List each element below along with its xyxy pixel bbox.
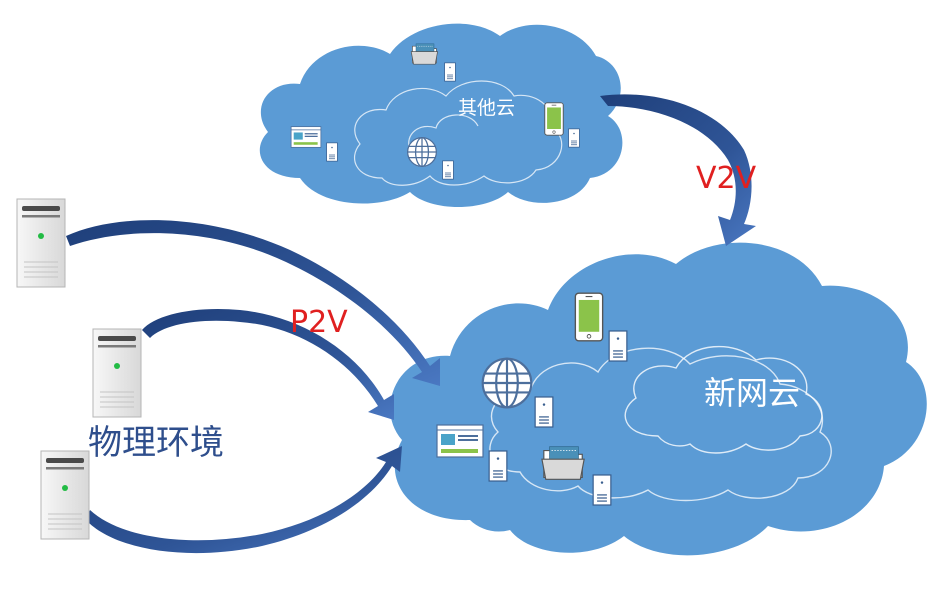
physical-environment-label: 物理环境 bbox=[88, 423, 224, 463]
document-icon bbox=[326, 142, 338, 162]
migration-arrows: V2V P2V bbox=[66, 94, 757, 554]
globe-icon bbox=[406, 136, 438, 168]
server-icon bbox=[16, 198, 66, 288]
folder-icon bbox=[541, 446, 585, 480]
document-icon bbox=[442, 160, 454, 180]
p2v-label: P2V bbox=[290, 305, 348, 340]
mobile-phone-icon bbox=[544, 102, 564, 136]
new-cloud-label: 新网云 bbox=[704, 374, 800, 412]
new-cloud-shape bbox=[390, 242, 927, 556]
server-icon bbox=[92, 328, 142, 418]
other-cloud-inner-outline bbox=[353, 80, 563, 186]
new-cloud-bubble bbox=[624, 345, 823, 454]
document-icon bbox=[534, 396, 554, 428]
document-icon bbox=[488, 450, 508, 482]
new-cloud: 新网云 bbox=[390, 242, 927, 556]
document-icon bbox=[592, 474, 612, 506]
web-page-icon bbox=[436, 424, 484, 458]
other-cloud-shape bbox=[259, 23, 623, 207]
web-page-icon bbox=[290, 126, 322, 148]
p2v-arrow-top bbox=[66, 220, 440, 386]
v2v-arrow bbox=[600, 94, 756, 246]
document-icon bbox=[608, 330, 628, 362]
other-cloud-label: 其他云 bbox=[458, 97, 515, 119]
p2v-arrow-middle bbox=[142, 308, 394, 420]
document-icon bbox=[568, 128, 580, 148]
server-icon bbox=[40, 450, 90, 540]
folder-icon bbox=[410, 43, 438, 65]
other-cloud-inner-bump bbox=[408, 114, 479, 151]
globe-icon bbox=[481, 357, 533, 409]
v2v-label: V2V bbox=[696, 161, 757, 196]
document-icon bbox=[444, 62, 456, 82]
physical-environment: 物理环境 bbox=[16, 198, 224, 540]
other-cloud: 其他云 bbox=[259, 23, 623, 207]
mobile-phone-icon bbox=[574, 292, 604, 342]
